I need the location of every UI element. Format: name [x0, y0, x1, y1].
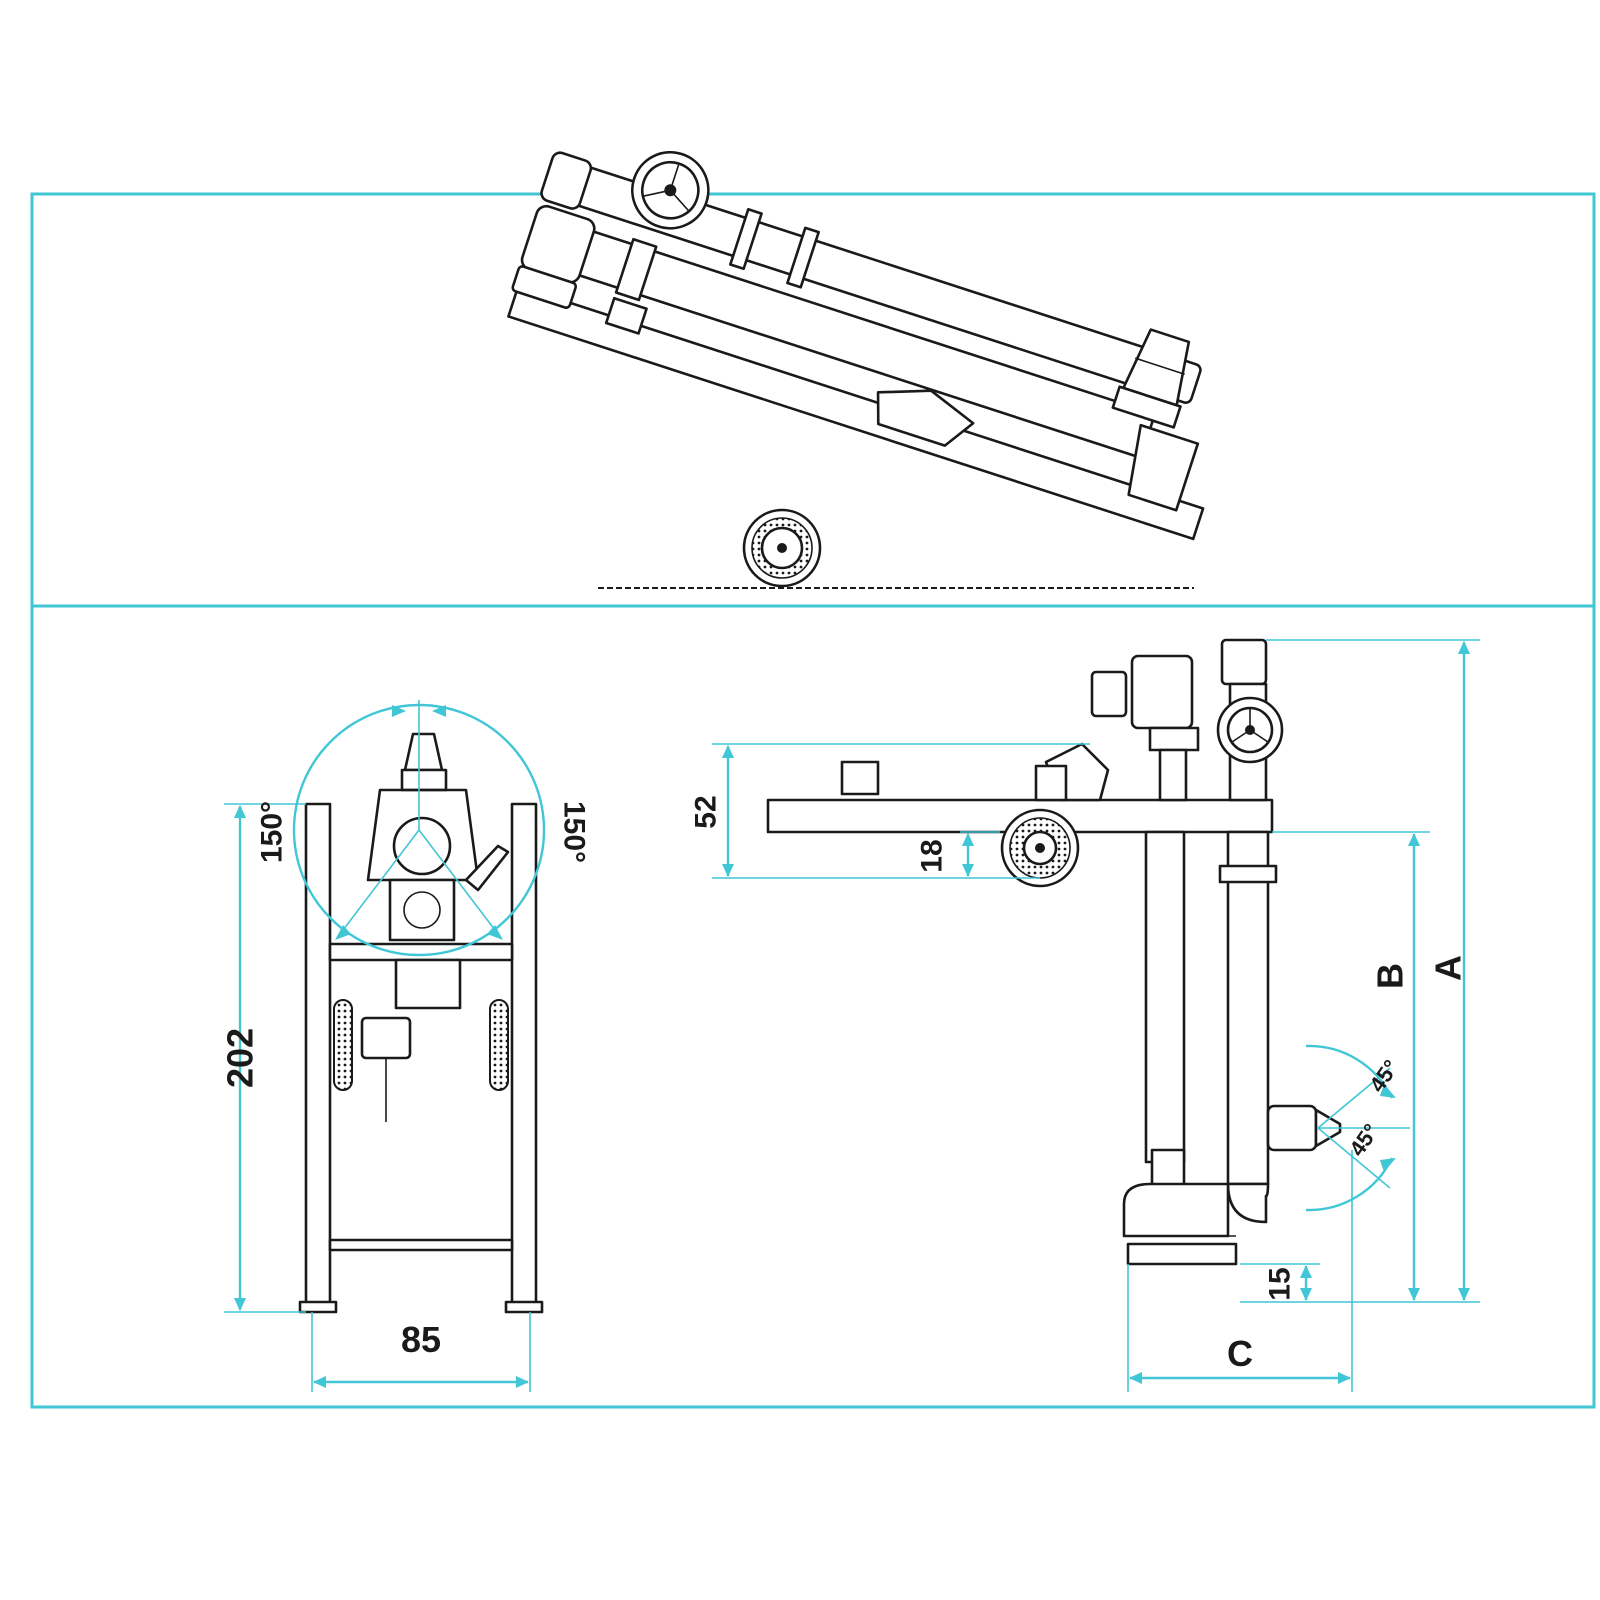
warning-label [604, 296, 648, 335]
side-motor-base [1148, 726, 1200, 752]
front-view-machine [298, 732, 544, 1314]
rotation-limit-left [336, 829, 420, 939]
left-foot [298, 1300, 338, 1314]
rotation-arrow [432, 705, 446, 717]
side-column [1144, 830, 1186, 1164]
front-valve-block [394, 958, 462, 1010]
side-column-foot [1150, 1148, 1186, 1188]
angle-arrow [1380, 1084, 1396, 1098]
angle-arrow [1380, 1158, 1396, 1172]
tilted-machine-body [507, 150, 1205, 541]
upper-tube-clamp [729, 207, 763, 271]
front-nozzle-base [400, 768, 448, 792]
upper-tube-flange [540, 151, 593, 210]
side-handwheel [1216, 696, 1284, 764]
rotation-arrow [487, 925, 503, 940]
right-foot [504, 1300, 544, 1314]
front-gearbox [388, 878, 456, 942]
nozzle-cone [1111, 328, 1191, 429]
right-post [510, 802, 538, 1312]
dim-c-label: C [1227, 1333, 1253, 1374]
rotation-arrow [335, 925, 351, 940]
side-motor-cap [1090, 670, 1128, 718]
front-pump-head [392, 816, 452, 876]
angle-upper-label: 45° [1364, 1055, 1404, 1097]
front-view-dimensions [224, 700, 546, 1392]
tilted-machine-view [507, 150, 1205, 589]
front-nozzle [403, 732, 444, 772]
front-handle [464, 844, 510, 892]
side-pipe-top [1220, 638, 1268, 686]
front-angle-right-label: 150° [558, 801, 591, 863]
axle-bracket [876, 389, 975, 447]
side-motor [1130, 654, 1194, 730]
side-warning-label [840, 760, 880, 796]
bottom-crossbar [328, 1238, 514, 1252]
dim-a-label: A [1428, 955, 1469, 981]
lower-frame-bar [507, 284, 1205, 541]
rotation-limit-right [418, 829, 502, 939]
side-pipe-collar [1218, 864, 1278, 884]
side-wheel [1000, 808, 1080, 888]
left-track [333, 999, 353, 1091]
front-angle-left-label: 150° [256, 801, 289, 863]
side-arm-clamp [1034, 764, 1068, 802]
side-view-machine [766, 638, 1342, 1266]
side-column-top [1158, 748, 1188, 802]
dim-52-label: 52 [690, 795, 723, 828]
dim-b-label: B [1370, 963, 1411, 989]
right-track [489, 999, 509, 1091]
front-width-label: 85 [401, 1319, 441, 1360]
side-outlet [1266, 1104, 1318, 1152]
bottom-panel-frame [30, 604, 1596, 1409]
dim-15-label: 15 [1264, 1267, 1297, 1300]
end-bracket [1127, 423, 1200, 512]
side-pipe [1226, 830, 1270, 1186]
side-pipe-elbow [1226, 1182, 1270, 1224]
side-pump-housing [1122, 1182, 1230, 1238]
angle-arc-lower [1305, 1157, 1394, 1212]
middle-collar [614, 237, 658, 302]
rotation-arrow [392, 705, 406, 717]
front-gearbox-flange [403, 891, 441, 929]
front-gauge [360, 1016, 412, 1060]
handwheel [631, 150, 710, 230]
upper-tube-clamp [786, 226, 820, 289]
side-view-dimensions [712, 639, 1480, 1392]
side-base-plate [1126, 1242, 1238, 1266]
top-crossbar [328, 942, 514, 962]
left-post [304, 802, 332, 1312]
front-height-label: 202 [220, 1028, 261, 1088]
dim-18-label: 18 [916, 839, 949, 872]
transport-wheel [742, 508, 822, 588]
base-plate [511, 265, 578, 309]
